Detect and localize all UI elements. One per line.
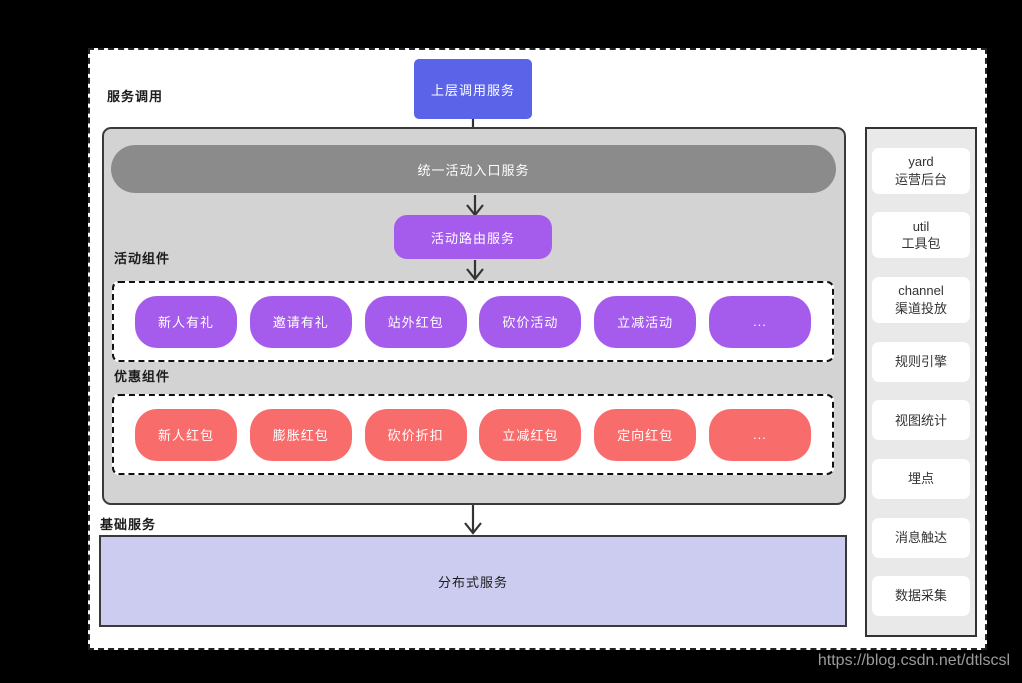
section-label-activity-components: 活动组件 [114, 251, 171, 266]
arrow-down-icon [460, 505, 486, 535]
sidebar-card-zh: 渠道投放 [894, 300, 947, 316]
discount-pill-label: 定向红包 [617, 428, 674, 443]
sidebar-card-zh: 运营后台 [894, 171, 947, 187]
arrow-down-icon [462, 260, 488, 281]
support-services-sidebar: yard 运营后台 util 工具包 channel 渠道投放 规则引擎 视图统… [865, 127, 977, 637]
activity-pill: 站外红包 [364, 295, 467, 348]
discount-pill-more: ... [708, 408, 811, 461]
discount-components-group: 新人红包 膨胀红包 砍价折扣 立减红包 定向红包 ... [112, 394, 834, 475]
sidebar-card-zh: 消息触达 [894, 529, 947, 545]
discount-pill-label: 新人红包 [157, 428, 214, 443]
activity-pill-more: ... [708, 295, 811, 348]
activity-pill-label: 邀请有礼 [272, 315, 329, 330]
activity-pill-label: 站外红包 [387, 315, 444, 330]
sidebar-card-en: channel [898, 283, 944, 299]
discount-pill-label: 膨胀红包 [272, 428, 329, 443]
activity-pill: 邀请有礼 [249, 295, 352, 348]
sidebar-card-rule-engine: 规则引擎 [872, 341, 970, 382]
activity-service-container: 统一活动入口服务 活动路由服务 活动组件 新人有礼 邀请有礼 站外红包 [102, 127, 846, 505]
sidebar-card-en: util [912, 218, 930, 234]
sidebar-card-zh: 工具包 [901, 236, 941, 252]
watermark-url: https://blog.csdn.net/dtlscsl [817, 652, 1010, 669]
discount-pill-label: ... [753, 427, 767, 442]
diagram-canvas: 服务调用 上层调用服务 统一活动入口服务 活动路由服务 [88, 48, 987, 650]
sidebar-card-en: yard [908, 154, 934, 170]
node-top-service: 上层调用服务 [414, 59, 532, 119]
sidebar-card-zh: 规则引擎 [894, 353, 947, 369]
node-top-service-label: 上层调用服务 [430, 82, 515, 98]
activity-components-group: 新人有礼 邀请有礼 站外红包 砍价活动 立减活动 ... [112, 281, 834, 362]
sidebar-card-util: util 工具包 [872, 212, 970, 259]
node-router-service: 活动路由服务 [394, 215, 552, 259]
discount-pill: 砍价折扣 [364, 408, 467, 461]
node-entry-service: 统一活动入口服务 [111, 145, 836, 193]
node-entry-service-label: 统一活动入口服务 [417, 162, 530, 178]
discount-pill: 定向红包 [594, 408, 697, 461]
node-router-service-label: 活动路由服务 [430, 230, 515, 246]
discount-pill: 膨胀红包 [249, 408, 352, 461]
sidebar-card-tracking: 埋点 [872, 458, 970, 499]
sidebar-card-view-stats: 视图统计 [872, 400, 970, 441]
sidebar-card-zh: 埋点 [907, 471, 934, 487]
section-label-base-services: 基础服务 [100, 517, 157, 532]
section-label-discount-components: 优惠组件 [114, 369, 171, 384]
arrow-down-icon [462, 195, 488, 217]
sidebar-card-message-reach: 消息触达 [872, 517, 970, 558]
discount-pill: 立减红包 [479, 408, 582, 461]
sidebar-card-data-collection: 数据采集 [872, 576, 970, 617]
discount-pill-label: 砍价折扣 [387, 428, 444, 443]
discount-pill: 新人红包 [135, 408, 237, 461]
activity-pill: 砍价活动 [479, 295, 582, 348]
activity-pill: 新人有礼 [135, 295, 237, 348]
node-distributed-service: 分布式服务 [99, 535, 847, 627]
activity-pill-label: 新人有礼 [157, 315, 214, 330]
sidebar-card-channel: channel 渠道投放 [872, 276, 970, 323]
sidebar-card-zh: 数据采集 [894, 588, 947, 604]
activity-pill-label: 立减活动 [617, 315, 674, 330]
activity-pill-label: ... [753, 314, 767, 329]
activity-pill: 立减活动 [594, 295, 697, 348]
section-label-service-call: 服务调用 [107, 89, 164, 104]
sidebar-card-yard: yard 运营后台 [872, 147, 970, 194]
discount-pill-label: 立减红包 [502, 428, 559, 443]
node-distributed-service-label: 分布式服务 [437, 574, 508, 590]
activity-pill-label: 砍价活动 [502, 315, 559, 330]
sidebar-card-zh: 视图统计 [894, 412, 947, 428]
